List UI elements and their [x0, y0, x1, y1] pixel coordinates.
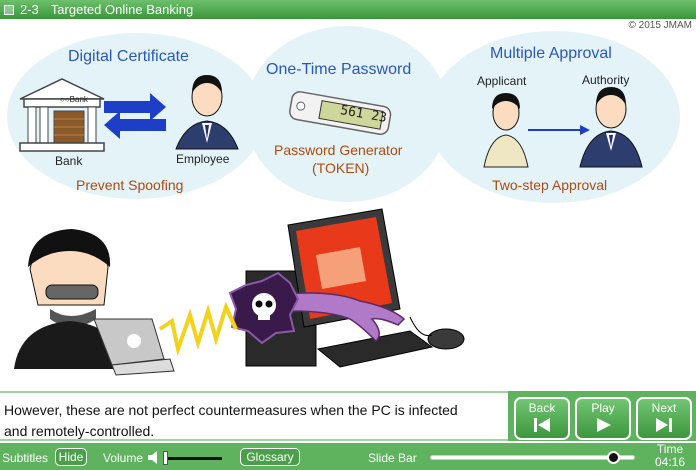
- volume-label: Volume: [103, 451, 144, 465]
- two-step-approval-label: Two-step Approval: [492, 177, 608, 193]
- hacker-icon: [14, 229, 175, 376]
- digital-certificate-ellipse: [7, 33, 265, 199]
- page-title: Targeted Online Banking: [50, 2, 194, 17]
- slide-illustration: [7, 26, 680, 376]
- applicant-icon: [483, 93, 529, 168]
- navigation-panel: Back Play Next: [508, 391, 696, 441]
- applicant-label: Applicant: [477, 74, 527, 88]
- token-label: (TOKEN): [312, 160, 370, 176]
- arrow-right-icon: [104, 93, 166, 121]
- employee-icon: [175, 75, 239, 150]
- slide-stage: Digital Certificate ○○Bank Bank Employee…: [0, 19, 696, 391]
- bank-label: Bank: [55, 154, 83, 168]
- authority-label: Authority: [582, 73, 630, 87]
- lightning-icon: [158, 301, 238, 357]
- skip-back-icon: [534, 418, 550, 432]
- time-label: Time: [656, 442, 684, 456]
- back-button-label: Back: [528, 401, 556, 415]
- volume-slider-handle[interactable]: [163, 451, 168, 465]
- control-bar: Subtitles Hide Volume Glossary Slide Bar…: [0, 443, 696, 470]
- back-button[interactable]: Back: [514, 397, 570, 440]
- approval-arrow-icon: [580, 125, 590, 135]
- hide-subtitles-button[interactable]: Hide: [55, 448, 87, 466]
- password-generator-label: Password Generator: [274, 142, 403, 158]
- prevent-spoofing-label: Prevent Spoofing: [76, 177, 184, 193]
- slide-bar-handle[interactable]: [607, 451, 620, 464]
- title-bar: 2-3 Targeted Online Banking: [0, 0, 696, 19]
- play-button-label: Play: [591, 401, 615, 415]
- digital-certificate-heading: Digital Certificate: [68, 48, 189, 65]
- time-readout: Time 04:16: [655, 443, 685, 469]
- volume-track[interactable]: [166, 457, 222, 460]
- subtitle-line-1: However, these are not perfect counterme…: [4, 402, 458, 418]
- next-button[interactable]: Next: [636, 397, 692, 440]
- subtitle-panel: However, these are not perfect counterme…: [0, 391, 508, 441]
- bank-sign-label: ○○Bank: [60, 95, 88, 104]
- menu-square-icon[interactable]: [4, 4, 14, 15]
- malware-hand-icon: [274, 292, 406, 343]
- speaker-icon[interactable]: [148, 451, 160, 464]
- multiple-approval-heading: Multiple Approval: [490, 45, 612, 62]
- one-time-password-heading: One-Time Password: [266, 61, 412, 78]
- slide-bar-label: Slide Bar: [368, 451, 417, 465]
- glossary-button[interactable]: Glossary: [240, 448, 300, 466]
- arrow-left-icon: [104, 111, 166, 139]
- next-button-label: Next: [651, 401, 677, 415]
- subtitles-label: Subtitles: [2, 451, 49, 465]
- employee-label: Employee: [176, 152, 230, 166]
- token-icon: [289, 91, 392, 135]
- skip-forward-icon: [656, 418, 672, 432]
- section-number: 2-3: [20, 2, 39, 17]
- authority-icon: [579, 87, 643, 168]
- subtitle-line-2: and remotely-controlled.: [4, 423, 155, 439]
- bank-icon: [19, 78, 105, 152]
- play-button[interactable]: Play: [575, 397, 631, 440]
- copyright-notice: © 2015 JMAM: [628, 20, 692, 31]
- play-icon: [597, 418, 611, 432]
- virus-skull-icon: [228, 271, 300, 345]
- time-value: 04:16: [655, 455, 686, 469]
- slide-bar-track[interactable]: [430, 455, 635, 460]
